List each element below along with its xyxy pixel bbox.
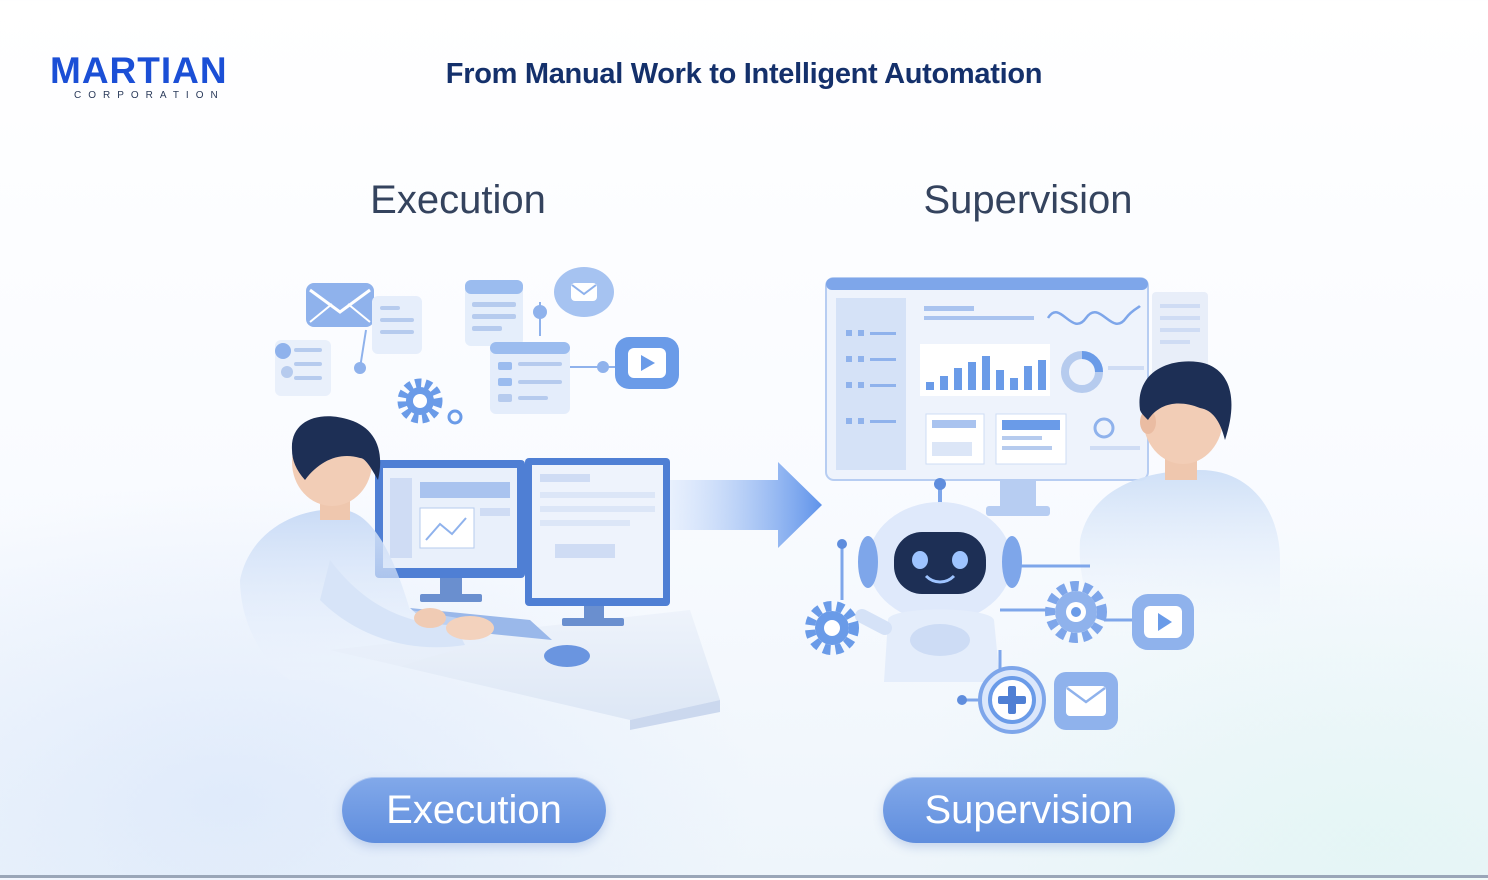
supervision-button[interactable]: Supervision <box>883 777 1175 843</box>
donut-chart-icon <box>1061 351 1103 393</box>
execution-button[interactable]: Execution <box>342 777 606 843</box>
browser-window-icon <box>465 280 523 346</box>
gear-icon <box>805 601 859 655</box>
form-icon <box>490 342 570 414</box>
brand-tagline: CORPORATION <box>74 90 225 101</box>
person-at-computer <box>240 416 720 730</box>
play-icon <box>1132 594 1194 650</box>
transition-arrow <box>670 462 822 548</box>
bottom-divider <box>0 875 1488 878</box>
robot-icon <box>837 478 1090 682</box>
email-icon <box>1054 672 1118 730</box>
play-icon <box>615 337 679 389</box>
chat-bubble-icon <box>554 267 614 317</box>
execution-heading: Execution <box>370 178 546 222</box>
brand-logo: MARTIAN CORPORATION <box>50 52 250 102</box>
gear-icon <box>397 378 463 425</box>
person-supervisor <box>1079 361 1280 635</box>
bar-chart-icon <box>926 356 1046 390</box>
email-icon <box>306 283 374 327</box>
plus-icon <box>978 666 1046 734</box>
brand-name: MARTIAN <box>50 50 228 91</box>
document-icon <box>372 296 422 354</box>
checklist-icon <box>275 340 331 396</box>
gear-icon <box>1045 581 1107 643</box>
supervision-heading: Supervision <box>923 178 1133 222</box>
page-title: From Manual Work to Intelligent Automati… <box>445 58 1043 90</box>
